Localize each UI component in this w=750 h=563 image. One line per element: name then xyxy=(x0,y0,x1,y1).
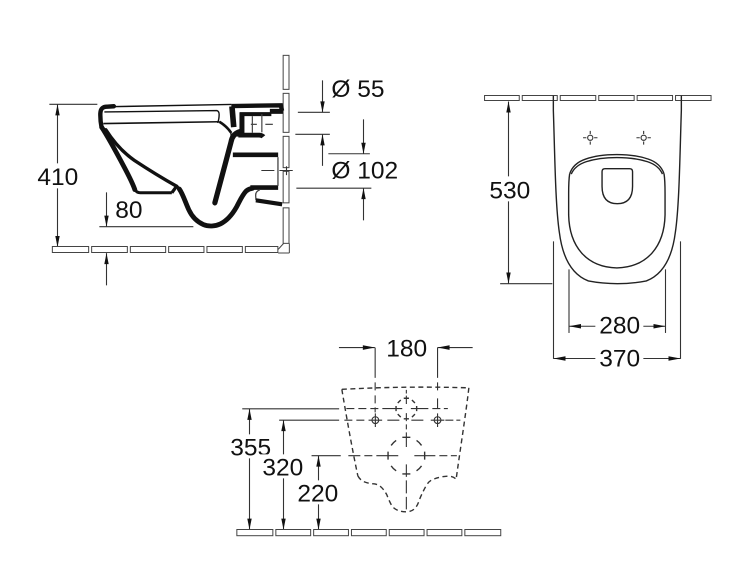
svg-text:530: 530 xyxy=(489,177,530,204)
svg-text:220: 220 xyxy=(297,481,338,508)
svg-text:370: 370 xyxy=(599,345,640,372)
svg-text:Ø 102: Ø 102 xyxy=(331,158,398,185)
svg-text:410: 410 xyxy=(37,164,78,191)
svg-text:80: 80 xyxy=(115,197,142,224)
svg-text:180: 180 xyxy=(386,336,427,363)
svg-text:Ø 55: Ø 55 xyxy=(331,76,384,103)
svg-text:280: 280 xyxy=(599,313,640,340)
svg-text:320: 320 xyxy=(262,454,303,481)
